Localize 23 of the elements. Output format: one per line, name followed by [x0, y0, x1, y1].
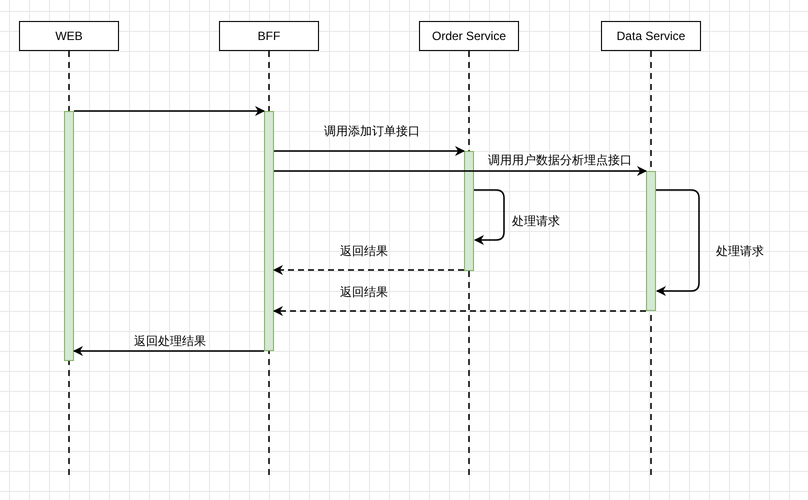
activation-bar [646, 171, 656, 311]
edge-label: 返回结果 [340, 244, 388, 258]
self-call-arrow [656, 189, 700, 296]
message-arrow [274, 166, 647, 176]
message-arrow [273, 265, 464, 275]
edge-label: 处理请求 [716, 244, 764, 258]
message-arrow [74, 106, 265, 116]
participant-box: BFF [219, 21, 319, 51]
activation-bar [64, 111, 74, 361]
message-arrow [274, 146, 465, 156]
edge-label: 调用用户数据分析埋点接口 [488, 152, 632, 168]
activation-bar [464, 151, 474, 271]
edge-label: 处理请求 [512, 214, 560, 228]
edge-label: 返回处理结果 [134, 334, 206, 348]
edge-label: 返回结果 [340, 284, 388, 300]
self-call-arrow [474, 189, 505, 245]
message-arrow [73, 346, 264, 356]
message-arrow [273, 306, 646, 316]
edge-label: 调用添加订单接口 [324, 124, 420, 138]
participant-box: Order Service [419, 21, 519, 51]
participant-box: Data Service [601, 21, 701, 51]
participant-box: WEB [19, 21, 119, 51]
activation-bar [264, 111, 274, 351]
